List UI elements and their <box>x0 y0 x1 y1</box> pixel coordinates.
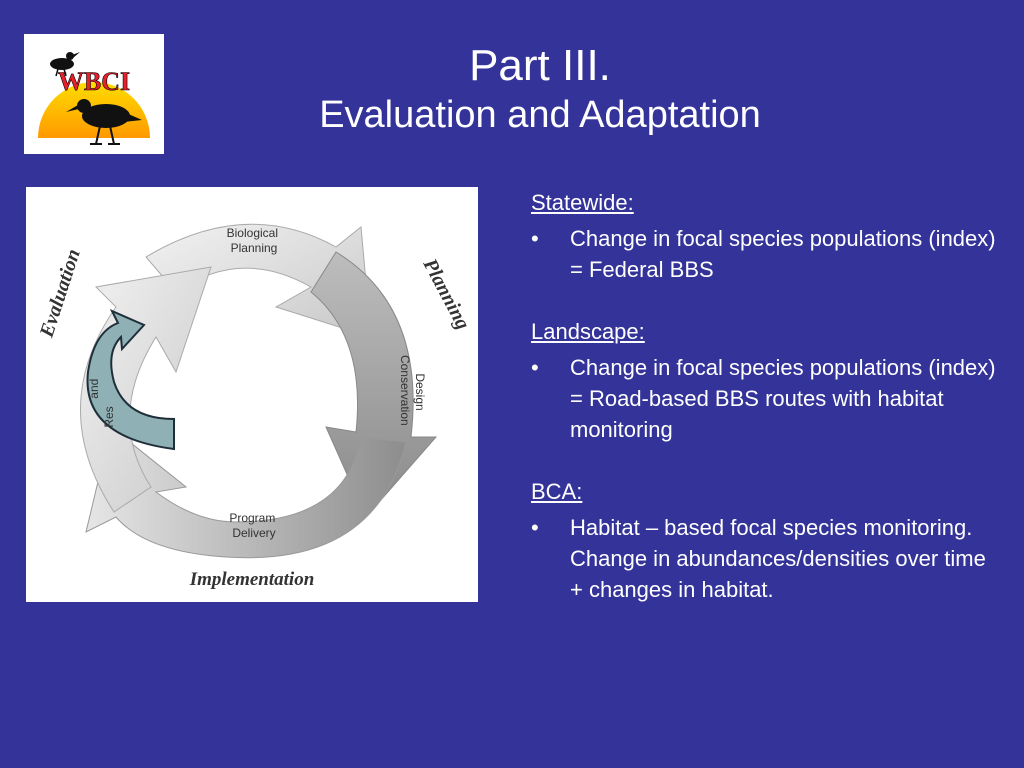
stage-program-1: Program <box>229 511 275 525</box>
content-list: Statewide: • Change in focal species pop… <box>531 187 1001 636</box>
section-heading: BCA: <box>531 479 583 504</box>
svg-text:Conservation Design: Conservation Design <box>398 355 427 429</box>
stage-conservation-1: Conservation <box>398 355 412 426</box>
section-statewide: Statewide: • Change in focal species pop… <box>531 187 1001 285</box>
slide-title: Part III. Evaluation and Adaptation <box>180 40 900 138</box>
bullet-item: • Habitat – based focal species monitori… <box>531 512 1001 605</box>
title-line-2: Evaluation and Adaptation <box>319 94 761 136</box>
wbci-logo: WBCI <box>24 34 164 154</box>
stage-monitoring-1: and <box>87 379 101 399</box>
label-evaluation: Evaluation <box>35 246 84 340</box>
adaptive-cycle-diagram: Biological Planning Conservation Design … <box>26 187 478 602</box>
stage-monitoring-2: Res <box>102 406 116 427</box>
section-heading: Statewide: <box>531 190 634 215</box>
large-bird-icon <box>66 99 142 145</box>
bullet-text: Change in focal species populations (ind… <box>570 355 996 442</box>
section-bca: BCA: • Habitat – based focal species mon… <box>531 476 1001 605</box>
svg-text:Program Delivery: Program Delivery <box>229 511 278 540</box>
bullet-icon: • <box>531 515 539 540</box>
stage-biological-2: Planning <box>231 241 278 255</box>
section-heading: Landscape: <box>531 319 645 344</box>
stage-program-2: Delivery <box>232 526 275 540</box>
bullet-icon: • <box>531 226 539 251</box>
segment-program-delivery <box>85 426 407 559</box>
bullet-item: • Change in focal species populations (i… <box>531 223 1001 285</box>
title-line-1: Part III. <box>469 41 611 90</box>
segment-conservation-design <box>310 251 438 518</box>
stage-conservation-2: Design <box>413 373 427 410</box>
bullet-text: Habitat – based focal species monitoring… <box>570 515 986 602</box>
logo-text: WBCI <box>58 67 130 96</box>
stage-biological-1: Biological <box>227 226 278 240</box>
bullet-text: Change in focal species populations (ind… <box>570 226 996 282</box>
section-landscape: Landscape: • Change in focal species pop… <box>531 316 1001 445</box>
small-bird-icon <box>50 52 80 77</box>
label-planning: Planning <box>418 254 474 333</box>
svg-text:Biological Planning: Biological Planning <box>227 226 282 255</box>
label-implementation: Implementation <box>189 569 315 590</box>
adaptation-arrow <box>86 308 175 451</box>
bullet-icon: • <box>531 355 539 380</box>
bullet-item: • Change in focal species populations (i… <box>531 352 1001 445</box>
svg-text:and Res: and Res <box>87 375 116 427</box>
